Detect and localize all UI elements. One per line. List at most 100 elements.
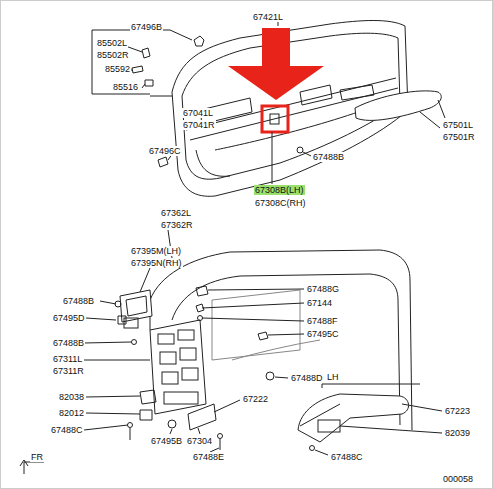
line-art — [202, 303, 304, 308]
line-art — [182, 368, 198, 380]
line-art — [84, 425, 128, 430]
part-number: 67488B — [62, 296, 95, 306]
line-art — [150, 320, 206, 414]
part-number: 85516 — [112, 82, 139, 92]
line-art — [340, 85, 374, 100]
line-art — [86, 318, 116, 320]
part-number: 85592 — [104, 64, 131, 74]
part-number: 67488D — [290, 373, 324, 383]
part-number: 67362R — [160, 220, 194, 230]
line-art — [178, 330, 194, 340]
line-art — [140, 390, 156, 404]
part-number: 67395M(LH) — [130, 246, 182, 256]
line-art — [145, 80, 153, 86]
part-number: 67488G — [306, 284, 340, 294]
highlight-square — [262, 106, 288, 132]
line-art — [310, 446, 315, 451]
line-art — [318, 420, 340, 432]
part-number: 67041L — [182, 108, 214, 118]
line-art — [220, 439, 221, 450]
line-art — [170, 30, 192, 40]
line-art — [258, 332, 268, 340]
part-number: 82038 — [58, 392, 85, 402]
line-art — [300, 85, 332, 105]
line-art — [355, 91, 441, 121]
line-art — [158, 157, 168, 167]
line-art — [218, 434, 223, 439]
part-number: 67488C — [330, 452, 364, 462]
line-art — [20, 460, 28, 466]
red-arrow — [228, 28, 324, 100]
leader-lines — [84, 230, 304, 452]
part-number: 67488E — [192, 452, 225, 462]
line-art — [120, 290, 152, 322]
line-art — [86, 396, 140, 397]
part-number: 67501R — [442, 132, 476, 142]
part-number: 67488B — [52, 338, 85, 348]
part-number: 67311R — [52, 366, 85, 376]
line-art — [118, 316, 126, 324]
line-art — [278, 22, 279, 26]
part-number: 85502L — [96, 38, 128, 48]
line-art — [322, 384, 420, 388]
part-number: 67488F — [306, 316, 339, 326]
part-number: 67495C — [306, 329, 340, 339]
part-number: 67395N(RH) — [130, 258, 183, 268]
line-art — [180, 348, 196, 360]
line-art — [262, 28, 290, 68]
part-number: 67488B — [312, 152, 345, 162]
part-number: 82012 — [58, 408, 85, 418]
line-art — [228, 66, 324, 100]
line-art — [126, 296, 147, 316]
line-art — [297, 147, 303, 153]
inner-handle — [120, 290, 152, 328]
part-number: LH — [326, 372, 340, 382]
part-number: 67495B — [150, 436, 183, 446]
part-number: 67222 — [242, 394, 269, 404]
line-art — [212, 290, 300, 360]
line-art — [162, 372, 178, 384]
line-art — [168, 420, 176, 428]
line-art — [340, 426, 442, 433]
part-number: 67421L — [252, 12, 284, 22]
line-art — [84, 342, 131, 343]
line-art — [208, 289, 304, 290]
line-art — [300, 404, 340, 426]
switch-part — [270, 114, 279, 124]
line-art — [132, 66, 143, 73]
part-number: 67488C — [50, 425, 84, 435]
part-number: 67041R — [182, 120, 216, 130]
line-art — [160, 352, 176, 364]
line-art — [196, 150, 230, 176]
part-number: 67304 — [186, 436, 213, 446]
line-art — [128, 423, 133, 428]
line-art — [140, 268, 150, 292]
line-art — [232, 340, 320, 360]
trim-insert — [355, 91, 445, 121]
line-art — [214, 400, 240, 412]
leader-line — [272, 132, 273, 184]
line-art — [84, 360, 150, 361]
part-number: 82039 — [444, 428, 471, 438]
line-art — [438, 100, 445, 118]
line-art — [315, 450, 328, 455]
line-art — [420, 112, 440, 128]
line-art — [198, 428, 200, 434]
line-art — [194, 36, 204, 46]
line-art — [86, 413, 140, 414]
line-art — [268, 334, 304, 335]
part-number: 85502R — [96, 50, 130, 60]
line-art — [188, 404, 216, 430]
part-number: 67495D — [52, 313, 86, 323]
lh-inset — [298, 384, 442, 455]
line-art — [402, 404, 442, 411]
line-art — [266, 372, 274, 380]
part-number: 67501L — [442, 120, 474, 130]
line-art — [275, 377, 288, 378]
line-art — [132, 340, 137, 345]
part-number: 67496B — [130, 22, 163, 32]
part-number: 67144 — [306, 298, 333, 308]
line-art — [100, 301, 116, 304]
